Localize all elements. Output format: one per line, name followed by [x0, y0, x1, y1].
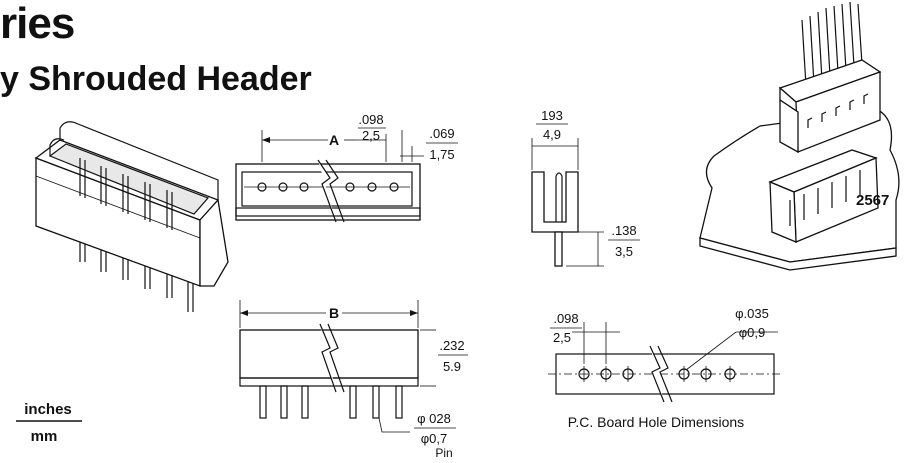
isometric-header-drawing — [34, 121, 229, 312]
assembly-drawing — [699, 1, 900, 271]
front-height-mm: 5.9 — [443, 359, 461, 374]
side-pin-mm: 3,5 — [615, 244, 633, 259]
units-mm: mm — [31, 428, 58, 445]
top-pitch-inches: .098 — [358, 112, 383, 127]
side-width-mm: 4,9 — [543, 127, 561, 142]
top-view-drawing — [235, 130, 424, 223]
pcb-hole-pattern-drawing — [548, 322, 782, 403]
units-inches: inches — [24, 401, 72, 418]
pcb-hole-mm: φ0,9 — [739, 325, 766, 340]
part-number-label: 2567 — [856, 192, 889, 209]
dimension-b-label: B — [329, 305, 339, 321]
pin-label: Pin — [435, 446, 452, 460]
pcb-caption: P.C. Board Hole Dimensions — [568, 414, 744, 430]
side-width-inches: 193 — [541, 108, 563, 123]
side-view-drawing — [531, 138, 604, 267]
top-pitch-mm: 2,5 — [362, 128, 380, 143]
top-edge-mm: 1,75 — [429, 147, 454, 162]
pcb-pitch-mm: 2,5 — [553, 330, 571, 345]
pin-diameter-inches: φ 028 — [417, 411, 451, 426]
top-edge-inches: .069 — [429, 126, 454, 141]
pcb-hole-inches: φ.035 — [735, 306, 769, 321]
front-view-drawing — [239, 300, 436, 433]
side-pin-inches: .138 — [611, 223, 636, 238]
front-height-inches: .232 — [439, 338, 464, 353]
dimension-a-label: A — [329, 132, 339, 148]
pcb-pitch-inches: .098 — [553, 311, 578, 326]
product-subtitle: y Shrouded Header — [0, 60, 312, 98]
pin-diameter-mm: φ0,7 — [421, 431, 448, 446]
series-title: ries — [0, 0, 75, 48]
